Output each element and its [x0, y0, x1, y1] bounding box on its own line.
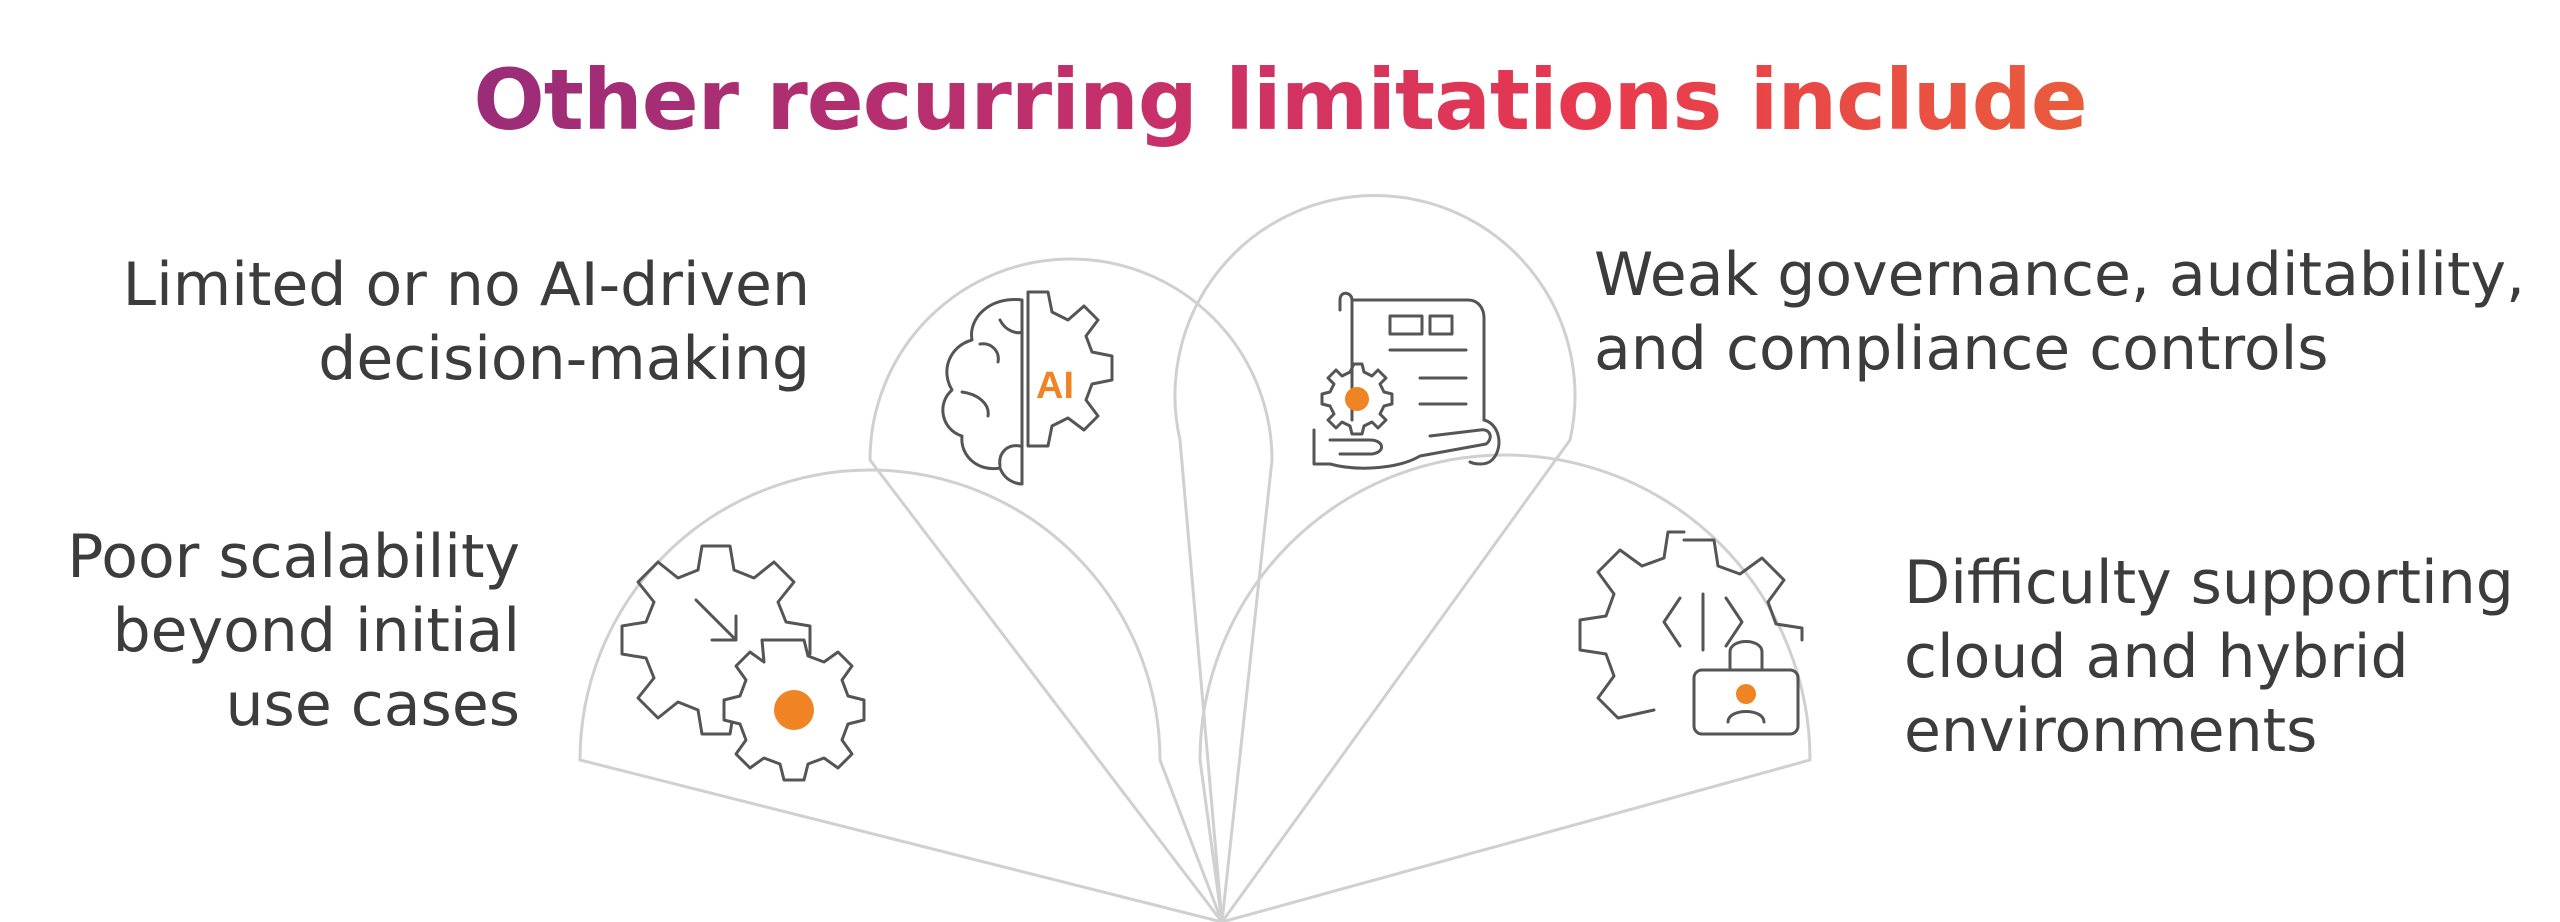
petal-outline-governance [1173, 194, 1577, 922]
label-line: decision-making [318, 324, 810, 394]
label-governance: Weak governance, auditability, and compl… [1594, 238, 2525, 386]
label-cloud-hybrid: Difficulty supporting cloud and hybrid e… [1904, 546, 2514, 768]
label-line: and compliance controls [1594, 314, 2329, 384]
label-line: beyond initial [112, 596, 520, 666]
label-ai-decision-making: Limited or no AI-driven decision-making [123, 248, 810, 396]
label-line: Weak governance, auditability, [1594, 240, 2526, 310]
label-line: Limited or no AI-driven [122, 250, 810, 320]
document-gear-hand-icon [1312, 291, 1501, 470]
ai-brain-gear-icon: AI [941, 290, 1114, 486]
ai-icon-label: AI [1036, 365, 1074, 407]
label-scalability: Poor scalability beyond initial use case… [67, 520, 520, 742]
label-line: use cases [225, 670, 520, 740]
label-line: environments [1904, 696, 2318, 766]
label-line: cloud and hybrid [1904, 622, 2409, 692]
gear-code-lock-icon [1578, 530, 1804, 736]
label-line: Poor scalability [67, 522, 520, 592]
petal-outline-ai [868, 257, 1274, 922]
gears-arrow-icon [620, 544, 866, 782]
petal-outline-scalability [578, 468, 1224, 922]
label-line: Difficulty supporting [1904, 548, 2514, 618]
